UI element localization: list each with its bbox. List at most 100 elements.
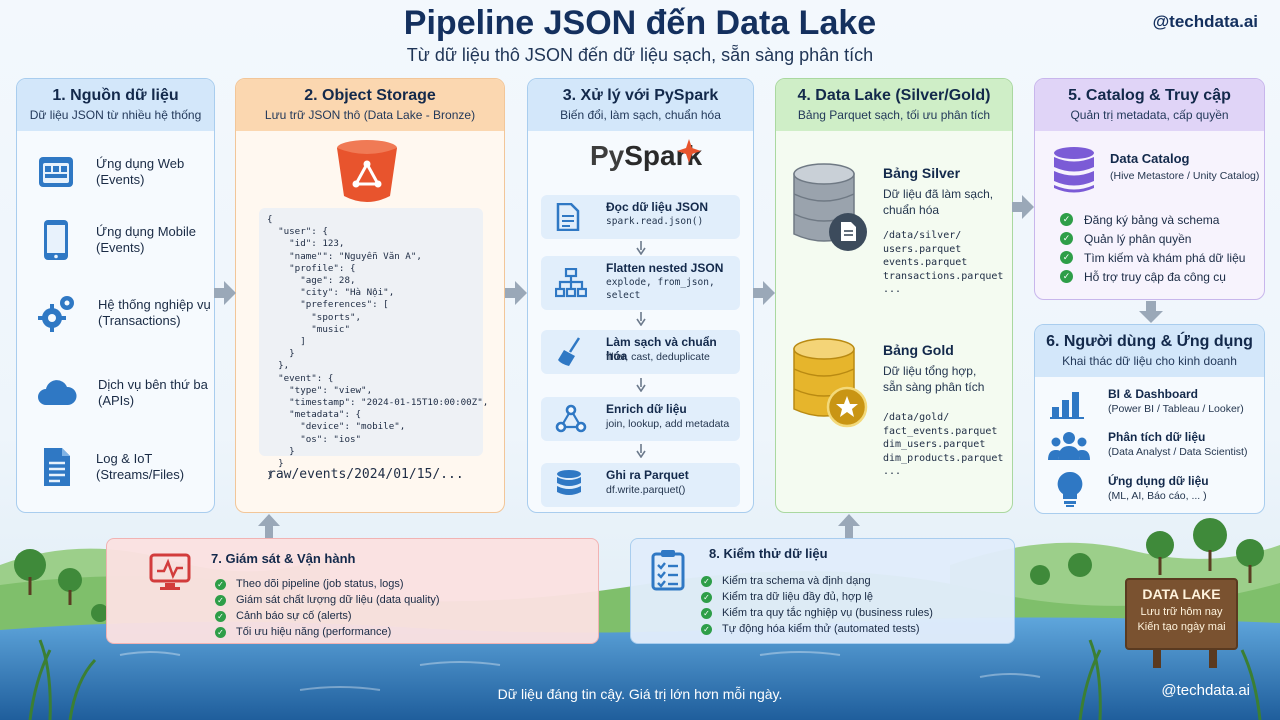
- monitoring-checklist: ✓Theo dõi pipeline (job status, logs) ✓G…: [215, 576, 440, 640]
- gold-desc-line1: Dữ liệu tổng hợp,: [883, 364, 977, 378]
- check-item: ✓Quản lý phân quyền: [1060, 229, 1245, 248]
- flow-arrow-icon: [505, 281, 527, 305]
- flow-arrow-icon: [753, 281, 775, 305]
- page-title: Pipeline JSON đến Data Lake: [403, 4, 877, 42]
- monitoring-title: 7. Giám sát & Vận hành: [211, 551, 356, 566]
- step-clean-normalize: Làm sạch và chuẩn hóa filter, cast, dedu…: [541, 330, 740, 374]
- check-item: ✓Cảnh báo sự cố (alerts): [215, 608, 440, 624]
- web-app-icon: [39, 157, 73, 187]
- check-item: ✓Tìm kiếm và khám phá dữ liệu: [1060, 248, 1245, 267]
- sign-line1: Lưu trữ hôm nay: [1140, 606, 1223, 618]
- check-item: ✓Kiểm tra quy tắc nghiệp vụ (business ru…: [701, 605, 933, 621]
- cloud-icon: [38, 380, 77, 405]
- step-read-json: Đọc dữ liệu JSON spark.read.json(): [541, 195, 740, 239]
- check-item: ✓Đăng ký bảng và schema: [1060, 210, 1245, 229]
- testing-box: 8. Kiểm thử dữ liệu ✓Kiểm tra schema và …: [630, 538, 1015, 644]
- step-title: Flatten nested JSON: [606, 261, 724, 275]
- user-sub: (Power BI / Tableau / Looker): [1108, 403, 1244, 415]
- source-name: Ứng dụng Web: [96, 156, 185, 171]
- panel-subtitle: Biến đổi, làm sạch, chuẩn hóa: [560, 108, 721, 122]
- silver-files: /data/silver/ users.parquet events.parqu…: [883, 230, 1004, 295]
- flow-arrow-icon: [1012, 195, 1034, 219]
- panel-header: 1. Nguồn dữ liệu Dữ liệu JSON từ nhiều h…: [17, 79, 214, 131]
- check-icon: ✓: [215, 610, 226, 622]
- source-type: (Events): [96, 172, 145, 187]
- source-type: (Transactions): [98, 313, 181, 328]
- share-nodes-icon: [555, 404, 587, 433]
- source-item-business: Hệ thống nghiệp vụ(Transactions): [36, 292, 211, 334]
- source-item-web: Ứng dụng Web(Events): [36, 152, 184, 192]
- check-icon: ✓: [1060, 213, 1073, 226]
- source-name: Dịch vụ bên thứ ba: [98, 377, 208, 392]
- source-type: (Events): [96, 240, 145, 255]
- catalog-name: Data Catalog: [1110, 151, 1190, 166]
- gold-title: Bảng Gold: [883, 342, 954, 358]
- testing-title: 8. Kiểm thử dữ liệu: [709, 546, 828, 561]
- user-title: Phân tích dữ liệu: [1108, 430, 1206, 444]
- step-detail: spark.read.json(): [606, 216, 704, 227]
- panel-header: 6. Người dùng & Ứng dụng Khai thác dữ li…: [1035, 325, 1264, 377]
- panel-title: 5. Catalog & Truy cập: [1068, 87, 1231, 104]
- check-item: ✓Kiểm tra schema và định dạng: [701, 573, 933, 589]
- panel-title: 1. Nguồn dữ liệu: [52, 87, 179, 104]
- check-item: ✓Kiểm tra dữ liệu đầy đủ, hợp lệ: [701, 589, 933, 605]
- panel-header: 3. Xử lý với PySpark Biến đổi, làm sạch,…: [528, 79, 753, 131]
- gold-files: /data/gold/ fact_events.parquet dim_user…: [883, 412, 1004, 477]
- step-enrich: Enrich dữ liệu join, lookup, add metadat…: [541, 397, 740, 441]
- database-icon: [557, 470, 581, 495]
- panel-header: 2. Object Storage Lưu trữ JSON thô (Data…: [236, 79, 504, 131]
- check-item: ✓Tự động hóa kiểm thử (automated tests): [701, 621, 933, 637]
- flow-arrow-up-icon: [838, 514, 860, 538]
- check-item: ✓Giám sát chất lượng dữ liệu (data quali…: [215, 592, 440, 608]
- step-write-parquet: Ghi ra Parquet df.write.parquet(): [541, 463, 740, 507]
- panel-header: 4. Data Lake (Silver/Gold) Bảng Parquet …: [776, 79, 1012, 131]
- broom-icon: [558, 337, 581, 366]
- down-arrow-icon: [636, 241, 646, 255]
- source-item-mobile: Ứng dụng Mobile(Events): [36, 218, 196, 262]
- flow-arrow-down-icon: [1139, 301, 1163, 323]
- step-title: Đọc dữ liệu JSON: [606, 200, 709, 214]
- bar-chart-icon: [1050, 392, 1084, 419]
- sign-title: DATA LAKE: [1142, 586, 1221, 602]
- panel-title: 6. Người dùng & Ứng dụng: [1046, 333, 1253, 350]
- page-subtitle: Từ dữ liệu thô JSON đến dữ liệu sạch, sẵ…: [406, 45, 874, 65]
- bucket-icon: [337, 140, 397, 202]
- check-icon: ✓: [215, 594, 226, 606]
- hierarchy-icon: [555, 268, 587, 298]
- check-icon: ✓: [701, 607, 712, 619]
- catalog-checklist: ✓Đăng ký bảng và schema ✓Quản lý phân qu…: [1060, 210, 1245, 286]
- step-title: Làm sạch và chuẩn hóa: [606, 335, 717, 363]
- silver-desc: Dữ liệu đã làm sạch,chuẩn hóa: [883, 186, 993, 218]
- source-name: Log & IoT: [96, 451, 153, 466]
- clipboard-icon: [651, 550, 685, 591]
- down-arrow-icon: [636, 378, 646, 392]
- monitoring-box: 7. Giám sát & Vận hành ✓Theo dõi pipelin…: [106, 538, 599, 644]
- silver-database-icon: [793, 163, 867, 251]
- check-icon: ✓: [215, 578, 226, 590]
- step-detail: df.write.parquet(): [606, 484, 686, 496]
- check-item: ✓Tối ưu hiệu năng (performance): [215, 624, 440, 640]
- check-icon: ✓: [1060, 232, 1073, 245]
- source-type: (APIs): [98, 393, 135, 408]
- panel-subtitle: Khai thác dữ liệu cho kinh doanh: [1062, 354, 1237, 368]
- monitor-icon: [149, 553, 191, 590]
- check-item: ✓Hỗ trợ truy cập đa công cụ: [1060, 267, 1245, 286]
- panel-subtitle: Quản trị metadata, cấp quyền: [1070, 108, 1229, 122]
- document-icon: [44, 448, 70, 486]
- step-flatten-json: Flatten nested JSON explode, from_json, …: [541, 256, 740, 310]
- raw-path: raw/events/2024/01/15/...: [268, 467, 464, 482]
- step-detail: join, lookup, add metadata: [606, 418, 730, 430]
- user-title: BI & Dashboard: [1108, 387, 1199, 401]
- logo-py: Py: [590, 140, 625, 171]
- user-title: Ứng dụng dữ liệu: [1108, 474, 1209, 488]
- silver-title: Bảng Silver: [883, 165, 961, 181]
- mobile-app-icon: [44, 220, 68, 260]
- down-arrow-icon: [636, 444, 646, 458]
- user-sub: (ML, AI, Báo cáo, ... ): [1108, 490, 1207, 502]
- gold-desc-line2: sẵn sàng phân tích: [883, 380, 985, 394]
- step-title: Enrich dữ liệu: [606, 402, 687, 416]
- sign-line2: Kiến tạo ngày mai: [1137, 621, 1226, 633]
- check-icon: ✓: [1060, 251, 1073, 264]
- data-lake-sign: DATA LAKE Lưu trữ hôm nay Kiến tạo ngày …: [1125, 578, 1238, 650]
- panel-subtitle: Dữ liệu JSON từ nhiều hệ thống: [29, 108, 202, 122]
